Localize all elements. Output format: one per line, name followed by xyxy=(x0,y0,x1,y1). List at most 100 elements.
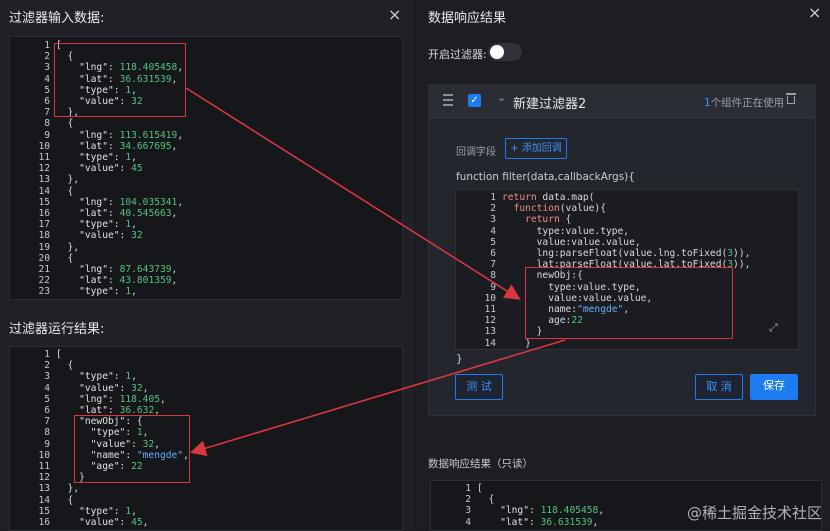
line-number: 13 xyxy=(38,174,50,186)
line-number: 1 xyxy=(465,483,471,494)
line-number: 4 xyxy=(44,382,50,394)
result-title: 过滤器运行结果: xyxy=(9,322,105,337)
code-line: "value": 32 xyxy=(79,230,143,242)
line-number: 14 xyxy=(484,337,496,349)
line-number: 15 xyxy=(38,196,50,208)
code-line: [ xyxy=(477,483,483,494)
line-number: 10 xyxy=(38,140,50,152)
line-number: 3 xyxy=(465,505,471,517)
trash-icon[interactable] xyxy=(786,93,796,104)
code-line: } xyxy=(56,472,85,484)
annotation-box-code xyxy=(525,267,733,339)
line-number: 11 xyxy=(38,461,50,472)
close-icon[interactable]: × xyxy=(388,5,402,24)
code-line: return data.map( xyxy=(502,192,595,203)
line-number: 7 xyxy=(490,259,496,271)
line-number: 8 xyxy=(44,427,50,439)
code-line: { xyxy=(56,494,74,506)
chevron-down-icon[interactable]: ⌄ xyxy=(497,91,507,104)
code-line: "value": 32, xyxy=(90,438,160,450)
line-number: 15 xyxy=(38,505,50,517)
line-number: 14 xyxy=(38,185,50,197)
usage-text: 个组件正在使用 xyxy=(710,97,785,109)
filter-header: ✓ ⌄ 新建过滤器2 1个组件正在使用 xyxy=(429,85,815,118)
toggle-label: 开启过滤器: xyxy=(428,48,487,61)
add-callback-button[interactable]: + 添加回调 xyxy=(505,138,567,159)
line-number: 4 xyxy=(465,516,471,528)
line-number: 5 xyxy=(44,393,50,405)
line-number: 8 xyxy=(44,118,50,130)
line-number: 14 xyxy=(38,494,50,506)
arrow-input-to-code xyxy=(185,87,521,300)
code-line: "lat": 36.632, xyxy=(79,405,160,416)
input-code-editor[interactable]: 1[2 {3 "lng": 118.405458,4 "lat": 36.631… xyxy=(9,36,403,300)
filter-card: ✓ ⌄ 新建过滤器2 1个组件正在使用 回调字段 + 添加回调 function… xyxy=(428,84,816,416)
code-line: "type": 1, xyxy=(79,152,137,163)
drag-handle-icon[interactable] xyxy=(443,94,453,106)
code-line: "value": 45, xyxy=(79,517,149,528)
code-line: "lng": 104.035341, xyxy=(79,196,184,208)
code-line: "lng": 113.615419, xyxy=(79,129,184,141)
code-line: "type": 1, xyxy=(79,84,137,96)
test-button[interactable]: 测 试 xyxy=(455,374,503,400)
line-number: 22 xyxy=(38,275,50,287)
line-number: 6 xyxy=(490,248,496,259)
line-number: 1 xyxy=(490,192,496,203)
line-number: 11 xyxy=(38,152,50,163)
code-line: newObj:{ xyxy=(502,270,583,282)
code-line: } xyxy=(502,337,531,349)
line-number: 7 xyxy=(44,107,50,119)
close-icon[interactable]: × xyxy=(808,3,822,22)
annotation-box-input xyxy=(54,43,186,117)
line-number: 6 xyxy=(44,405,50,416)
filter-toggle[interactable] xyxy=(488,43,522,61)
code-line: "name": "mengde", xyxy=(90,449,189,461)
code-line: "type": 1, xyxy=(79,219,137,231)
code-line: age:22 xyxy=(502,315,583,327)
line-number: 6 xyxy=(44,96,50,107)
expand-icon[interactable]: ⤢ xyxy=(769,321,778,334)
filter-checkbox[interactable]: ✓ xyxy=(468,94,481,107)
usage-count: 1 xyxy=(704,97,711,109)
function-close: } xyxy=(456,353,463,365)
code-line: "lat": 36.631539, xyxy=(79,73,178,85)
line-number: 18 xyxy=(38,230,50,242)
line-number: 1 xyxy=(44,40,50,51)
line-number: 1 xyxy=(44,349,50,360)
line-number: 5 xyxy=(490,236,496,248)
line-number: 10 xyxy=(484,292,496,304)
cancel-button[interactable]: 取 消 xyxy=(695,374,743,400)
code-line: "type": 1, xyxy=(79,371,137,383)
code-line: "lat": 36.631539, xyxy=(500,516,599,528)
line-number: 13 xyxy=(484,326,496,338)
code-line: }, xyxy=(56,174,80,186)
code-line: [ xyxy=(56,349,62,360)
code-line: value:value.value, xyxy=(502,292,653,304)
line-number: 10 xyxy=(38,449,50,461)
code-line: "lng": 118.405458, xyxy=(500,505,605,517)
code-line: "lng": 118.405458, xyxy=(79,62,184,74)
line-number: 3 xyxy=(44,62,50,74)
code-line: { xyxy=(56,360,74,372)
line-number: 3 xyxy=(44,371,50,383)
line-number: 3 xyxy=(490,214,496,226)
code-line: lng:parseFloat(value.lng.toFixed(3)), xyxy=(502,248,751,259)
code-line: lat:parseFloat(value.lat.toFixed(3)), xyxy=(502,259,751,271)
code-line: { xyxy=(477,494,495,506)
left-panel: 过滤器输入数据: × 1[2 {3 "lng": 118.405458,4 "l… xyxy=(0,0,414,531)
code-line: "type": 1, xyxy=(79,505,137,517)
code-line: "lat": 40.545663, xyxy=(79,208,178,219)
code-line: "value": 32 xyxy=(79,96,143,107)
code-line: }, xyxy=(56,107,80,119)
code-line: { xyxy=(56,252,74,264)
line-number: 2 xyxy=(44,51,50,63)
code-line: type:value.type, xyxy=(502,225,630,237)
function-signature: function filter(data,callbackArgs){ xyxy=(456,171,635,183)
save-button[interactable]: 保存 xyxy=(750,374,798,400)
code-line: return { xyxy=(525,214,572,226)
line-number: 2 xyxy=(44,360,50,372)
code-line: name:"mengde", xyxy=(502,304,630,315)
line-number: 23 xyxy=(38,286,50,298)
